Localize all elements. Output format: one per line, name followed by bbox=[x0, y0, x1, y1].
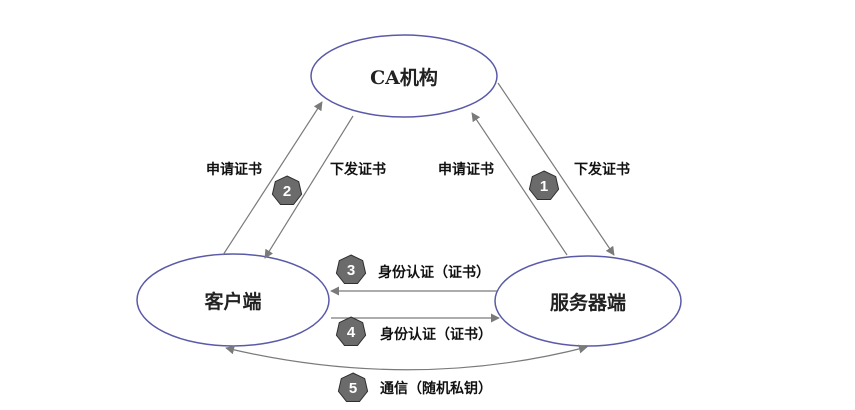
step-number-2: 2 bbox=[283, 183, 291, 200]
ca-ellipse bbox=[310, 34, 498, 118]
client-apply-label: 申请证书 bbox=[206, 161, 262, 178]
server-apply-label: 申请证书 bbox=[438, 161, 494, 178]
ca-label: CA机构 bbox=[370, 66, 438, 89]
client-issue-label: 下发证书 bbox=[330, 161, 386, 178]
step-number-4: 4 bbox=[347, 324, 356, 341]
communication-label: 通信（随机私钥） bbox=[380, 380, 492, 397]
step-number-5: 5 bbox=[349, 380, 357, 397]
communication-arrow bbox=[225, 344, 588, 371]
client-to-server-auth-label: 身份认证（证书） bbox=[380, 326, 492, 343]
step-badge-1: 1 bbox=[528, 170, 560, 200]
client-node: 客户端 bbox=[136, 253, 330, 347]
ca-node: CA机构 bbox=[310, 34, 498, 118]
step-badge-5: 5 bbox=[337, 372, 369, 402]
client-label: 客户端 bbox=[204, 290, 261, 313]
server-issue-label: 下发证书 bbox=[574, 161, 630, 178]
client-issue-arrow bbox=[264, 115, 354, 259]
server-issue-arrow bbox=[497, 82, 615, 256]
step-number-3: 3 bbox=[347, 262, 355, 279]
step-number-1: 1 bbox=[540, 178, 548, 195]
server-to-client-auth-label: 身份认证（证书） bbox=[378, 264, 490, 281]
server-ellipse bbox=[494, 255, 682, 347]
server-node: 服务器端 bbox=[494, 255, 682, 347]
server-label: 服务器端 bbox=[550, 291, 626, 314]
step-badge-2: 2 bbox=[271, 175, 303, 205]
step-badge-4: 4 bbox=[335, 316, 367, 346]
server-apply-arrow bbox=[471, 112, 568, 256]
step-badge-3: 3 bbox=[335, 254, 367, 284]
client-apply-arrow bbox=[222, 101, 323, 256]
